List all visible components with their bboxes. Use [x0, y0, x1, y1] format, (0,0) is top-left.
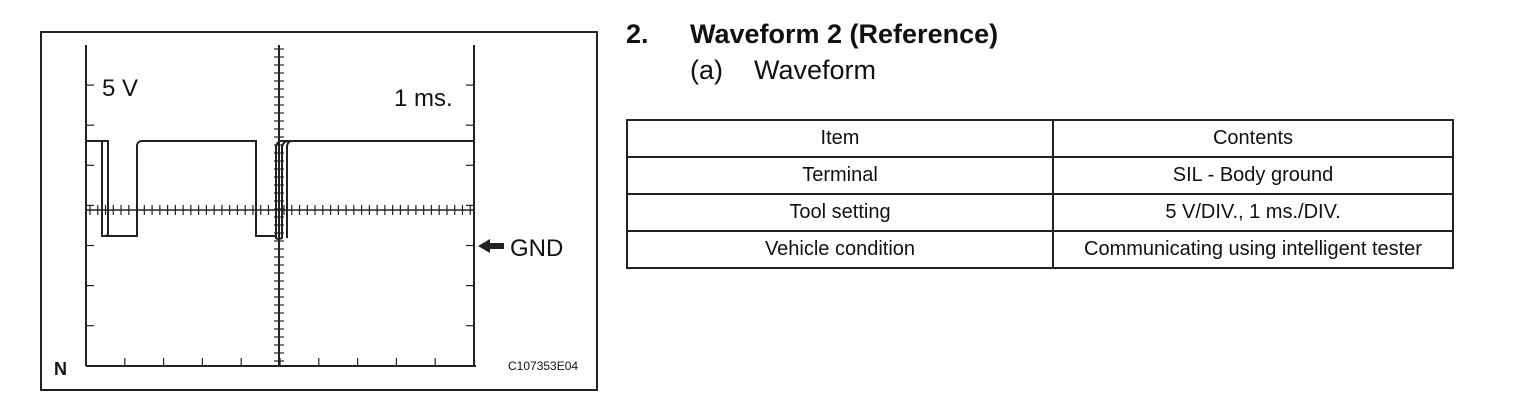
voltage-scale-label: 5 V [102, 75, 139, 102]
table-row: Vehicle condition Communicating using in… [626, 230, 1454, 269]
waveform-trace-echo [102, 140, 293, 240]
corner-label: N [54, 359, 67, 379]
gnd-label: GND [510, 235, 564, 262]
sub-heading: (a) Waveform [690, 55, 876, 86]
table-header-row: Item Contents [626, 119, 1454, 158]
left-arrow-icon [478, 239, 504, 253]
table-cell-item: Tool setting [626, 193, 1054, 232]
column-header-contents: Contents [1052, 119, 1454, 158]
time-scale-label: 1 ms. [394, 85, 453, 112]
oscilloscope-screen [85, 45, 504, 367]
table-cell-item: Terminal [626, 156, 1054, 195]
section-title: Waveform 2 (Reference) [690, 19, 999, 49]
section-number: 2. [626, 19, 649, 49]
table-cell-contents: Communicating using intelligent tester [1052, 230, 1454, 269]
table-row: Tool setting 5 V/DIV., 1 ms./DIV. [626, 193, 1454, 232]
table-cell-contents: SIL - Body ground [1052, 156, 1454, 195]
column-header-item: Item [626, 119, 1054, 158]
waveform-trace [86, 140, 474, 237]
table-row: Terminal SIL - Body ground [626, 156, 1454, 195]
figure-code: C107353E04 [508, 359, 579, 373]
waveform-info-table: Item Contents Terminal SIL - Body ground… [626, 119, 1454, 269]
sub-number: (a) [690, 55, 723, 85]
table-cell-item: Vehicle condition [626, 230, 1054, 269]
table-cell-contents: 5 V/DIV., 1 ms./DIV. [1052, 193, 1454, 232]
sub-title: Waveform [754, 55, 877, 85]
waveform-figure: 5 V 1 ms. GND N C107353E04 [40, 31, 598, 391]
section-heading: 2. Waveform 2 (Reference) [626, 19, 998, 50]
